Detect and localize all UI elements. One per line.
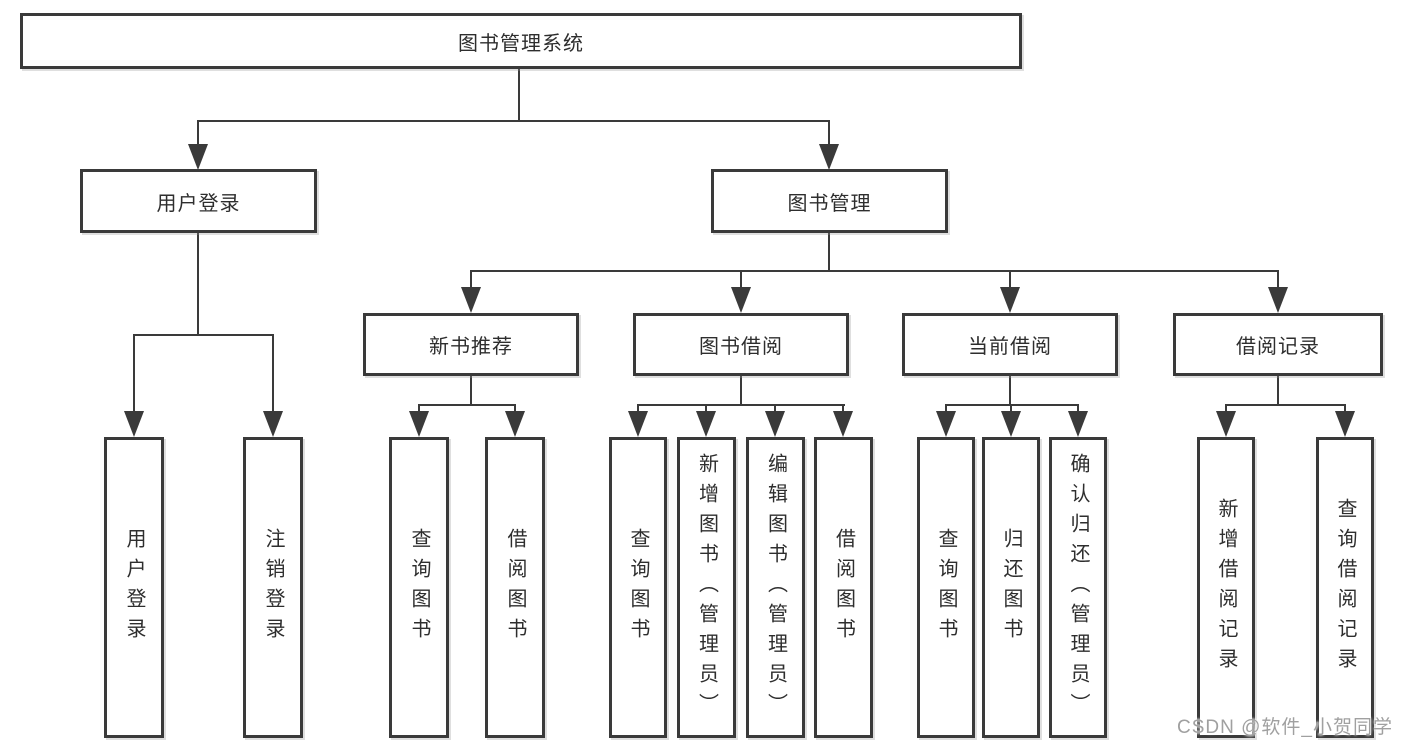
- connector-line: [1225, 404, 1227, 412]
- connector-line: [197, 120, 199, 146]
- node-query-books-current: 查询图书: [917, 437, 975, 738]
- node-label: 用户登录: [123, 527, 145, 648]
- node-query-books-recommend: 查询图书: [389, 437, 449, 738]
- node-logout: 注销登录: [243, 437, 303, 738]
- node-query-books-borrowing: 查询图书: [609, 437, 667, 738]
- connector-line: [272, 334, 274, 412]
- connector-line: [774, 404, 776, 412]
- connector-line: [197, 233, 199, 336]
- connector-line: [470, 376, 472, 406]
- arrowhead-down-icon: [1216, 411, 1236, 437]
- connector-line: [1009, 376, 1011, 406]
- arrowhead-down-icon: [628, 411, 648, 437]
- node-label: 查询借阅记录: [1334, 497, 1356, 678]
- connector-line: [197, 120, 830, 122]
- connector-line: [133, 334, 274, 336]
- arrowhead-down-icon: [731, 287, 751, 313]
- connector-line: [1277, 270, 1279, 288]
- connector-line: [1225, 404, 1346, 406]
- connector-line: [470, 270, 1279, 272]
- arrowhead-down-icon: [263, 411, 283, 437]
- connector-line: [705, 404, 707, 412]
- connector-line: [740, 270, 742, 288]
- node-return-book: 归还图书: [982, 437, 1040, 738]
- arrowhead-down-icon: [696, 411, 716, 437]
- arrowhead-down-icon: [1068, 411, 1088, 437]
- arrowhead-down-icon: [1268, 287, 1288, 313]
- arrowhead-down-icon: [188, 144, 208, 170]
- node-edit-book-admin: 编辑图书（管理员）: [746, 437, 805, 738]
- node-add-borrow-record: 新增借阅记录: [1197, 437, 1255, 738]
- arrowhead-down-icon: [461, 287, 481, 313]
- arrowhead-down-icon: [819, 144, 839, 170]
- node-user-login-group: 用户登录: [80, 169, 317, 233]
- node-user-login: 用户登录: [104, 437, 164, 738]
- connector-line: [945, 404, 1079, 406]
- connector-line: [1344, 404, 1346, 412]
- connector-line: [637, 404, 845, 406]
- connector-line: [1077, 404, 1079, 412]
- arrowhead-down-icon: [1001, 411, 1021, 437]
- node-label: 确认归还（管理员）: [1067, 452, 1089, 723]
- node-library-system: 图书管理系统: [20, 13, 1022, 69]
- arrowhead-down-icon: [936, 411, 956, 437]
- connector-line: [418, 404, 516, 406]
- node-label: 借阅图书: [504, 527, 526, 648]
- connector-line: [514, 404, 516, 412]
- node-borrow-books: 借阅图书: [814, 437, 873, 738]
- connector-line: [740, 376, 742, 406]
- node-current-borrowing: 当前借阅: [902, 313, 1118, 376]
- node-label: 查询图书: [627, 527, 649, 648]
- node-label: 图书管理系统: [458, 32, 584, 55]
- node-add-book-admin: 新增图书（管理员）: [677, 437, 736, 738]
- node-book-management: 图书管理: [711, 169, 948, 233]
- node-label: 当前借阅: [968, 336, 1052, 358]
- node-label: 查询图书: [935, 527, 957, 648]
- node-label: 新书推荐: [429, 336, 513, 358]
- node-borrowing-records: 借阅记录: [1173, 313, 1383, 376]
- node-query-borrow-record: 查询借阅记录: [1316, 437, 1374, 738]
- arrowhead-down-icon: [765, 411, 785, 437]
- arrowhead-down-icon: [124, 411, 144, 437]
- node-label: 归还图书: [1000, 527, 1022, 648]
- node-label: 用户登录: [156, 192, 241, 215]
- node-label: 新增借阅记录: [1215, 497, 1237, 678]
- node-label: 新增图书（管理员）: [695, 452, 718, 723]
- connector-line: [828, 233, 830, 272]
- connector-line: [637, 404, 639, 412]
- connector-line: [842, 404, 844, 412]
- arrowhead-down-icon: [505, 411, 525, 437]
- node-label: 查询图书: [408, 527, 430, 648]
- arrowhead-down-icon: [1335, 411, 1355, 437]
- connector-line: [1010, 404, 1012, 412]
- node-label: 借阅图书: [832, 527, 855, 648]
- connector-line: [828, 120, 830, 146]
- connector-line: [470, 270, 472, 288]
- connector-line: [945, 404, 947, 412]
- arrowhead-down-icon: [1000, 287, 1020, 313]
- node-new-book-recommend: 新书推荐: [363, 313, 579, 376]
- connector-line: [418, 404, 420, 412]
- node-label: 图书借阅: [699, 336, 783, 358]
- csdn-watermark: CSDN @软件_小贺同学: [1177, 717, 1393, 738]
- node-borrow-books-recommend: 借阅图书: [485, 437, 545, 738]
- node-confirm-return-admin: 确认归还（管理员）: [1049, 437, 1107, 738]
- connector-line: [1277, 376, 1279, 406]
- connector-line: [1009, 270, 1011, 288]
- node-book-borrowing: 图书借阅: [633, 313, 849, 376]
- arrowhead-down-icon: [409, 411, 429, 437]
- node-label: 编辑图书（管理员）: [764, 452, 787, 723]
- node-label: 借阅记录: [1236, 336, 1320, 358]
- node-label: 注销登录: [262, 527, 284, 648]
- connector-line: [518, 69, 520, 121]
- connector-line: [133, 334, 135, 412]
- node-label: 图书管理: [787, 192, 872, 215]
- arrowhead-down-icon: [833, 411, 853, 437]
